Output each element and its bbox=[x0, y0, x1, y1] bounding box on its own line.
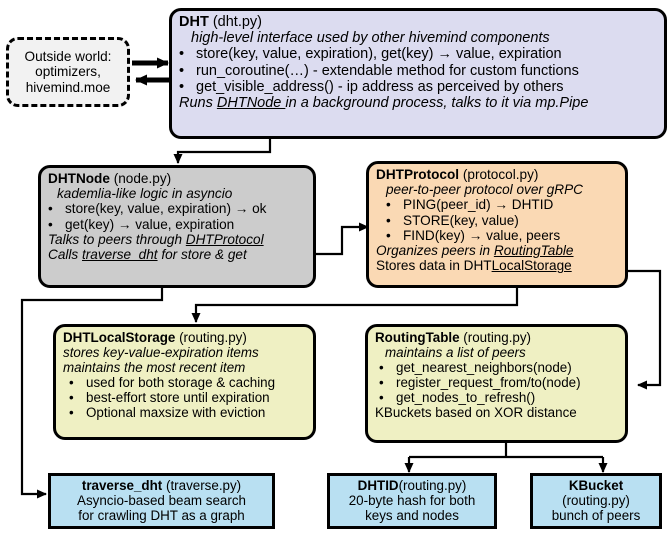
dht-protocol-bullet-1: •PING(peer_id) → DHTID bbox=[386, 197, 554, 213]
routing-table-footer: KBuckets based on XOR distance bbox=[375, 405, 577, 420]
dht-bullet-3: •get_visible_address() - ip address as p… bbox=[179, 78, 564, 95]
dht-node-footer1-pre: Talks to peers through bbox=[48, 231, 186, 247]
traverse-dht-box[interactable]: traverse_dht (traverse.py) Asyncio-based… bbox=[48, 473, 275, 529]
routing-table-bullet-3: •get_nodes_to_refresh() bbox=[379, 390, 536, 405]
outside-world-line-1: Outside world: bbox=[24, 49, 112, 65]
edge-dhtprotocol-to-localstorage bbox=[191, 288, 519, 323]
dht-node-footer-1: Talks to peers through DHTProtocol bbox=[48, 232, 307, 247]
dht-footer-post: in a background process, talks to it via… bbox=[285, 95, 589, 112]
dht-protocol-bullet-2: •STORE(key, value) bbox=[386, 212, 519, 228]
dht-node-bullet-2: •get(key) → value, expiration bbox=[48, 216, 235, 232]
traverse-line-1: Asyncio-based beam search bbox=[77, 493, 246, 508]
dht-protocol-link-localstorage[interactable]: LocalStorage bbox=[491, 258, 572, 274]
dht-subtitle: high-level interface used by other hivem… bbox=[191, 30, 550, 47]
k-bucket-title: KBucket bbox=[568, 478, 624, 493]
dht-protocol-bullet-3: •FIND(key) → value, peers bbox=[386, 227, 561, 243]
dht-id-header: DHTID(routing.py) bbox=[330, 478, 494, 493]
routing-table-title: RoutingTable bbox=[375, 330, 460, 345]
dht-node-title: DHTNode bbox=[48, 171, 110, 186]
routing-table-module: (routing.py) bbox=[463, 330, 532, 345]
dht-protocol-module: (protocol.py) bbox=[462, 167, 539, 182]
dht-node-link-traverse[interactable]: traverse_dht bbox=[82, 247, 158, 263]
dht-bullet-1: •store(key, value, expiration), get(key)… bbox=[179, 46, 562, 63]
routing-table-box[interactable]: RoutingTable (routing.py) maintains a li… bbox=[365, 324, 628, 443]
local-storage-bullet-3: •Optional maxsize with eviction bbox=[69, 405, 266, 420]
routing-table-subtitle: maintains a list of peers bbox=[385, 345, 526, 360]
dht-footer: Runs DHTNode in a background process, ta… bbox=[179, 95, 658, 111]
dht-id-title: DHTID bbox=[357, 478, 399, 493]
local-storage-module: (routing.py) bbox=[179, 330, 247, 345]
dht-node-subtitle: kademlia-like logic in asyncio bbox=[57, 186, 233, 202]
k-bucket-box[interactable]: KBucket (routing.py) bunch of peers bbox=[530, 473, 662, 529]
dht-node-box[interactable]: DHTNode (node.py) kademlia-like logic in… bbox=[38, 165, 316, 288]
dht-footer-pre: Runs bbox=[179, 95, 217, 112]
dht-node-bullet-1: •store(key, value, expiration) → ok bbox=[48, 201, 267, 217]
local-storage-title: DHTLocalStorage bbox=[63, 330, 176, 345]
dht-id-module: (routing.py) bbox=[398, 478, 467, 493]
dht-bullet-2: •run_coroutine(…) - extendable method fo… bbox=[179, 62, 579, 79]
dht-header: DHT (dht.py) bbox=[179, 14, 658, 30]
traverse-title: traverse_dht bbox=[81, 478, 163, 493]
dht-protocol-title: DHTProtocol bbox=[376, 167, 460, 182]
dht-title: DHT bbox=[179, 14, 209, 30]
dht-protocol-footer-1: Organizes peers in RoutingTable bbox=[376, 243, 619, 258]
dht-local-storage-box[interactable]: DHTLocalStorage (routing.py) stores key-… bbox=[53, 324, 316, 440]
dht-protocol-link-routingtable[interactable]: RoutingTable bbox=[493, 243, 574, 259]
dht-node-footer2-post: for store & get bbox=[157, 247, 247, 263]
dht-protocol-subtitle: peer-to-peer protocol over gRPC bbox=[386, 182, 583, 198]
traverse-module: (traverse.py) bbox=[165, 478, 242, 493]
local-storage-bullet-1: •used for both storage & caching bbox=[69, 375, 276, 390]
outside-world-box[interactable]: Outside world: optimizers, hivemind.moe bbox=[6, 37, 130, 107]
dht-id-line-2: keys and nodes bbox=[365, 508, 459, 523]
traverse-header: traverse_dht (traverse.py) bbox=[51, 478, 272, 493]
dht-node-link-protocol[interactable]: DHTProtocol bbox=[185, 231, 264, 247]
routing-table-bullet-2: •register_request_from/to(node) bbox=[379, 375, 581, 390]
routing-table-header: RoutingTable (routing.py) bbox=[375, 330, 619, 345]
dht-box[interactable]: DHT (dht.py) high-level interface used b… bbox=[169, 8, 667, 139]
dht-node-module: (node.py) bbox=[113, 171, 172, 186]
edge-dhtprotocol-to-routingtable bbox=[628, 269, 662, 390]
k-bucket-module: (routing.py) bbox=[562, 493, 630, 508]
local-storage-bullet-2: •best-effort store until expiration bbox=[69, 390, 270, 405]
dht-protocol-box[interactable]: DHTProtocol (protocol.py) peer-to-peer p… bbox=[366, 161, 628, 288]
dht-protocol-footer-2: Stores data in DHTLocalStorage bbox=[376, 258, 619, 273]
traverse-line-2: for crawling DHT as a graph bbox=[78, 508, 245, 523]
edge-dht-to-dhtnode bbox=[173, 139, 272, 164]
routing-table-bullet-1: •get_nearest_neighbors(node) bbox=[379, 360, 572, 375]
local-storage-header: DHTLocalStorage (routing.py) bbox=[63, 330, 307, 345]
dht-protocol-header: DHTProtocol (protocol.py) bbox=[376, 167, 619, 182]
edge-dhtnode-to-dhtprotocol bbox=[316, 222, 369, 256]
k-bucket-line-1: bunch of peers bbox=[551, 508, 641, 523]
dht-protocol-footer2-pre: Stores data in DHT bbox=[376, 258, 492, 274]
dht-node-footer-2: Calls traverse_dht for store & get bbox=[48, 247, 307, 262]
dht-id-line-1: 20-byte hash for both bbox=[348, 493, 476, 508]
dht-footer-link[interactable]: DHTNode bbox=[216, 95, 286, 112]
dht-protocol-footer1-pre: Organizes peers in bbox=[376, 243, 494, 259]
dht-node-header: DHTNode (node.py) bbox=[48, 171, 307, 186]
local-storage-subtitle-2: maintains the most recent item bbox=[63, 360, 246, 375]
outside-world-line-3: hivemind.moe bbox=[25, 79, 111, 95]
dht-node-footer2-pre: Calls bbox=[48, 247, 82, 263]
outside-world-line-2: optimizers, bbox=[35, 64, 101, 80]
dht-module: (dht.py) bbox=[212, 14, 263, 30]
dht-id-box[interactable]: DHTID(routing.py) 20-byte hash for both … bbox=[327, 473, 497, 529]
local-storage-subtitle-1: stores key-value-expiration items bbox=[63, 345, 259, 360]
